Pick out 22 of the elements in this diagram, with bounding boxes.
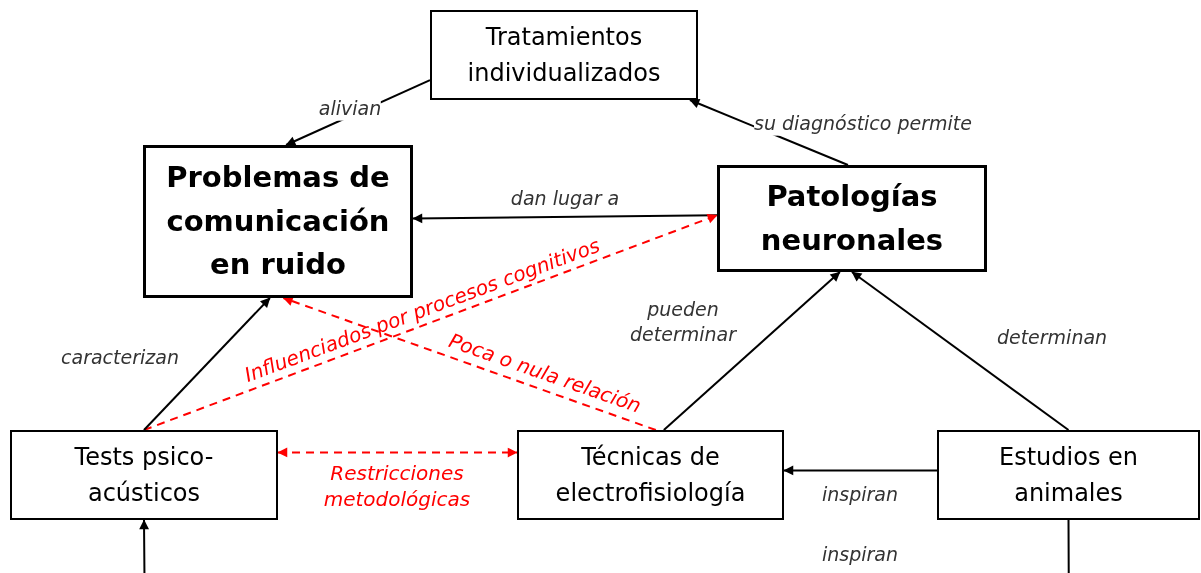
concept-box xyxy=(430,10,698,100)
node-text: Estudios en animales xyxy=(998,442,1139,509)
concept-box xyxy=(143,145,413,298)
arrow xyxy=(143,297,271,431)
arrow xyxy=(277,447,518,458)
node-text: Técnicas de electrofisiología xyxy=(554,442,747,509)
arrow xyxy=(662,271,841,431)
arrow xyxy=(412,213,718,224)
arrow xyxy=(688,98,849,166)
arrow xyxy=(783,465,938,476)
concept-box xyxy=(717,165,987,272)
arrow xyxy=(282,296,657,431)
arrow xyxy=(851,271,1070,431)
node-text: Tratamientos individualizados xyxy=(466,22,662,89)
arrow xyxy=(139,519,1070,573)
concept-box xyxy=(937,430,1200,520)
node-text: Tests psico-acústicos xyxy=(73,442,215,509)
concept-box xyxy=(10,430,278,520)
node-text: Patologías neuronales xyxy=(759,178,945,259)
concept-box xyxy=(517,430,784,520)
node-text: Problemas de comunicación en ruido xyxy=(165,159,391,284)
arrow xyxy=(143,213,718,431)
